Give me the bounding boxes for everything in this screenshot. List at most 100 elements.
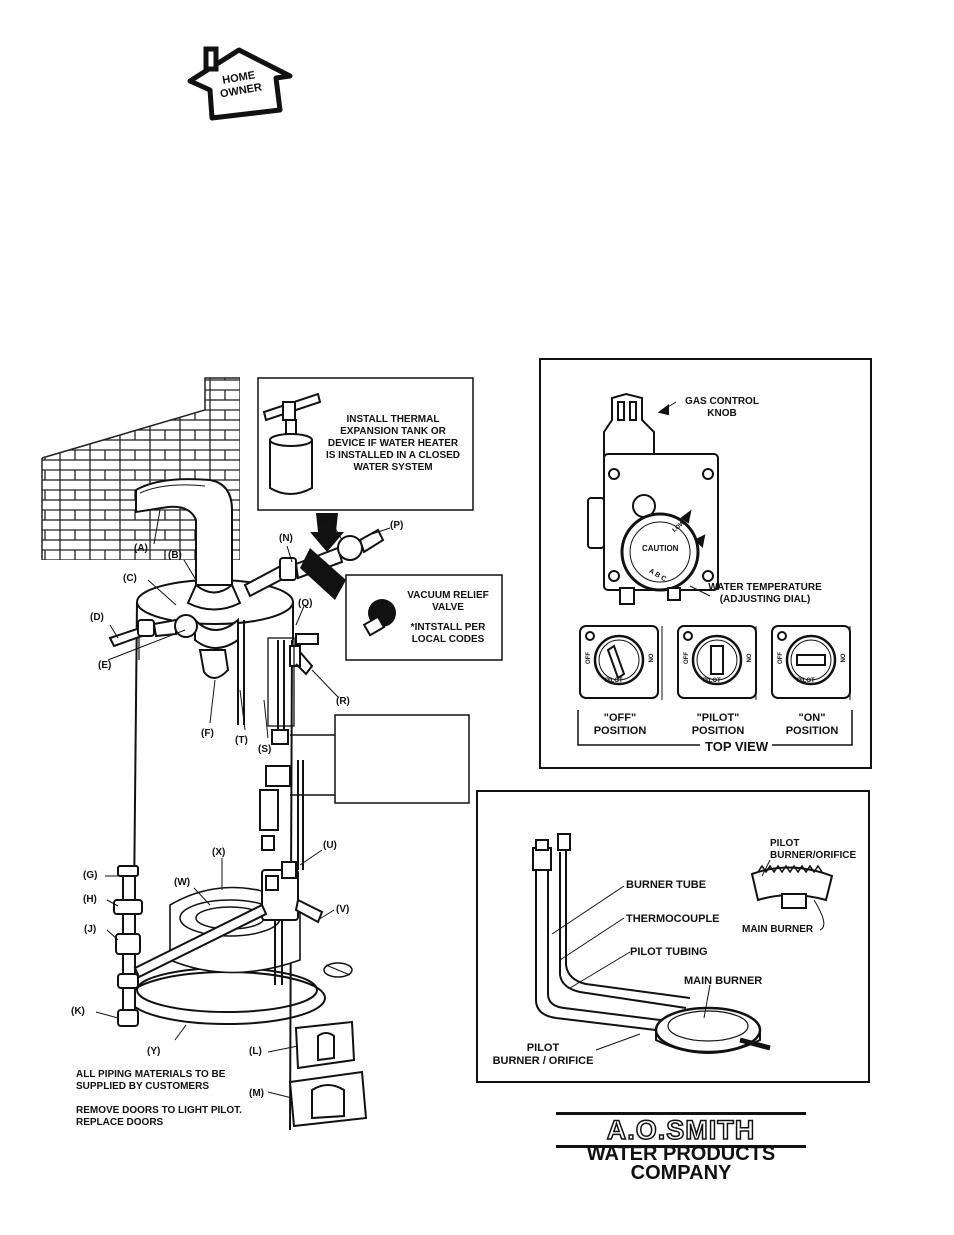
vacuum-line-2: VALVE bbox=[432, 602, 464, 613]
on-position-line-2: POSITION bbox=[785, 725, 839, 737]
gas-supply-line bbox=[113, 865, 268, 1027]
top-view-bracket bbox=[577, 626, 853, 746]
label-S: (S) bbox=[258, 744, 272, 755]
label-T: (T) bbox=[235, 735, 248, 746]
vent-pipe bbox=[135, 478, 242, 679]
home-owner-logo bbox=[187, 46, 293, 121]
label-O: (O) bbox=[322, 517, 337, 528]
burner-tube-label: BURNER TUBE bbox=[626, 879, 707, 891]
pilot-position-label: "PILOT" POSITION bbox=[678, 712, 758, 738]
brand-line-1: WATER PRODUCTS bbox=[586, 1143, 776, 1165]
ao-smith-logo: A.O.SMITH bbox=[556, 1112, 806, 1148]
knob-top-views bbox=[579, 625, 851, 699]
label-Q: (Q) bbox=[298, 598, 313, 609]
label-U: (U) bbox=[323, 840, 337, 851]
doors-note-line-2: REPLACE DOORS bbox=[76, 1117, 164, 1128]
water-temp-label: WATER TEMPERATURE (ADJUSTING DIAL) bbox=[700, 582, 830, 606]
knob-pilot-off-text: OFF bbox=[684, 652, 690, 664]
vacuum-line-4: LOCAL CODES bbox=[411, 634, 485, 645]
label-K: (K) bbox=[71, 1006, 85, 1017]
gas-control-assembly bbox=[261, 861, 324, 985]
pilot-orifice-small-label: PILOT BURNER/ORIFICE bbox=[770, 838, 856, 862]
knob-off-off-text: OFF bbox=[586, 652, 592, 664]
pilot-orifice-small-line-2: BURNER/ORIFICE bbox=[770, 850, 857, 861]
vacuum-line-1: VACUUM RELIEF bbox=[407, 590, 489, 601]
label-G: (G) bbox=[83, 870, 98, 881]
label-N: (N) bbox=[279, 533, 293, 544]
label-W: (W) bbox=[174, 877, 191, 888]
doors-note-line-1: REMOVE DOORS TO LIGHT PILOT. bbox=[76, 1105, 242, 1116]
pilot-orifice-small-line-1: PILOT bbox=[770, 838, 800, 849]
vacuum-relief-box bbox=[300, 548, 503, 661]
label-X: (X) bbox=[212, 847, 226, 858]
pilot-burner-orifice-label: PILOT BURNER / ORIFICE bbox=[488, 1042, 598, 1068]
main-burner-label: MAIN BURNER bbox=[684, 975, 763, 987]
knob-on-off-text: OFF bbox=[778, 652, 784, 664]
knob-pilot-on-text: ON bbox=[744, 653, 751, 663]
label-R: (R) bbox=[336, 696, 350, 707]
label-F: (F) bbox=[201, 728, 214, 739]
label-V: (V) bbox=[336, 904, 350, 915]
vacuum-relief-text: VACUUM RELIEF VALVE *INTSTALL PER LOCAL … bbox=[398, 590, 498, 646]
burner-doors bbox=[288, 1020, 368, 1128]
burner-leader-lines bbox=[551, 859, 825, 1051]
dial-caution: CAUTION bbox=[642, 544, 679, 553]
cold-water-inlet bbox=[108, 614, 198, 648]
gas-control-knob-label: GAS CONTROL KNOB bbox=[672, 396, 772, 420]
piping-note: ALL PIPING MATERIALS TO BE SUPPLIED BY C… bbox=[76, 1069, 225, 1093]
label-A: (A) bbox=[134, 543, 148, 554]
pilot-burner-line-2: BURNER / ORIFICE bbox=[492, 1055, 594, 1067]
water-temp-line-1: WATER TEMPERATURE bbox=[708, 582, 822, 593]
label-C: (C) bbox=[123, 573, 137, 584]
burner-assembly bbox=[532, 833, 834, 1054]
thermocouple-label: THERMOCOUPLE bbox=[626, 913, 720, 925]
blank-callout-box bbox=[334, 714, 470, 804]
label-B: (B) bbox=[168, 550, 182, 561]
vacuum-line-3: *INTSTALL PER bbox=[410, 622, 486, 633]
leader-lines bbox=[95, 509, 391, 1099]
off-position-line-2: POSITION bbox=[593, 725, 647, 737]
label-M: (M) bbox=[249, 1088, 264, 1099]
pilot-position-line-2: POSITION bbox=[691, 725, 745, 737]
expansion-line-4: IS INSTALLED IN A CLOSED bbox=[325, 450, 461, 461]
gas-control-valve bbox=[587, 392, 719, 605]
label-P: (P) bbox=[390, 520, 404, 531]
on-position-line-1: "ON" bbox=[798, 712, 826, 724]
expansion-tank-text: INSTALL THERMAL EXPANSION TANK OR DEVICE… bbox=[318, 414, 468, 474]
label-Y: (Y) bbox=[147, 1046, 161, 1057]
label-D: (D) bbox=[90, 612, 104, 623]
expansion-line-2: EXPANSION TANK OR bbox=[340, 426, 446, 437]
off-position-label: "OFF" POSITION bbox=[580, 712, 660, 738]
brick-wall bbox=[41, 377, 240, 560]
knob-off-pilot-text: PILOT bbox=[605, 678, 623, 684]
expansion-tank-box bbox=[257, 377, 474, 552]
top-view-label: TOP VIEW bbox=[703, 739, 771, 754]
label-E: (E) bbox=[98, 660, 112, 671]
brand-subtitle: WATER PRODUCTS COMPANY bbox=[556, 1143, 806, 1184]
doors-note: REMOVE DOORS TO LIGHT PILOT. REPLACE DOO… bbox=[76, 1105, 242, 1129]
knob-on-pilot-text: PILOT bbox=[797, 678, 815, 684]
pilot-burner-line-1: PILOT bbox=[526, 1042, 560, 1054]
pilot-tubing-label: PILOT TUBING bbox=[630, 946, 708, 958]
piping-note-line-2: SUPPLIED BY CUSTOMERS bbox=[76, 1081, 209, 1092]
label-J: (J) bbox=[84, 924, 97, 935]
knob-on-on-text: ON bbox=[838, 653, 845, 663]
piping-note-line-1: ALL PIPING MATERIALS TO BE bbox=[76, 1069, 226, 1080]
water-temp-line-2: (ADJUSTING DIAL) bbox=[719, 594, 811, 605]
knob-pilot-pilot-text: PILOT bbox=[703, 678, 721, 684]
on-position-label: "ON" POSITION bbox=[772, 712, 852, 738]
label-H: (H) bbox=[83, 894, 97, 905]
gas-knob-line-2: KNOB bbox=[707, 408, 737, 419]
pilot-position-line-1: "PILOT" bbox=[696, 712, 740, 724]
brand-line-2: COMPANY bbox=[630, 1162, 732, 1184]
label-L: (L) bbox=[249, 1046, 262, 1057]
main-burner-small-label: MAIN BURNER bbox=[742, 924, 814, 935]
expansion-line-3: DEVICE IF WATER HEATER bbox=[327, 438, 459, 449]
knob-off-on-text: ON bbox=[646, 653, 653, 663]
expansion-line-1: INSTALL THERMAL bbox=[346, 414, 440, 425]
expansion-line-5: WATER SYSTEM bbox=[353, 462, 433, 473]
relief-valve-line bbox=[237, 620, 319, 870]
off-position-line-1: "OFF" bbox=[603, 712, 637, 724]
gas-knob-line-1: GAS CONTROL bbox=[685, 396, 759, 407]
